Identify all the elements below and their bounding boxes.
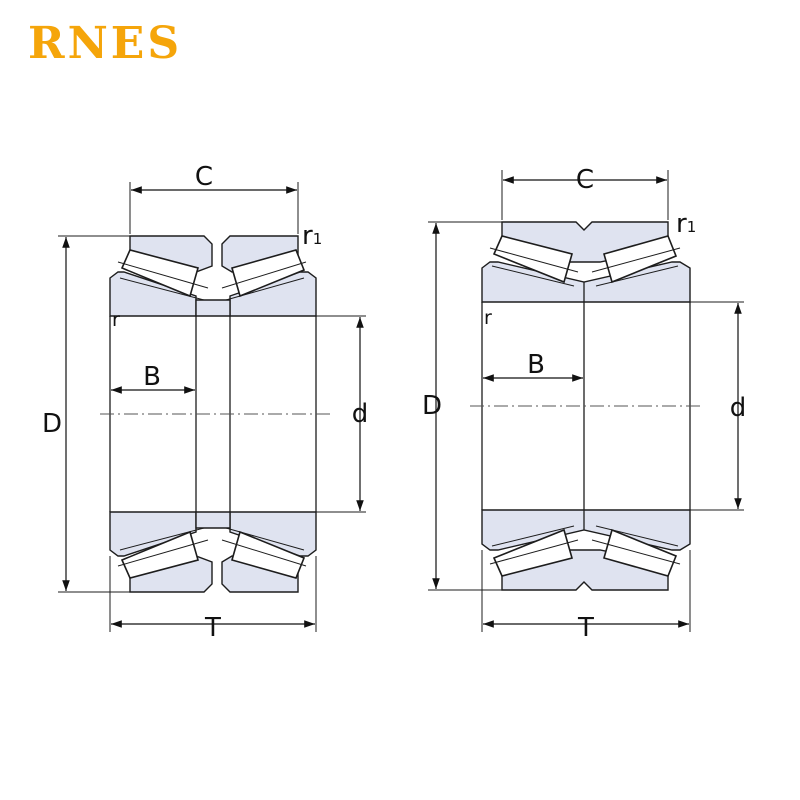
roller-bottom-right — [231, 530, 306, 579]
spacer-top — [195, 299, 231, 317]
bearing-right: C r1 r D B d T — [422, 165, 746, 643]
inner-ring-bottom — [481, 509, 691, 551]
spacer-bottom — [195, 511, 231, 529]
label-r1-right: r1 — [676, 209, 696, 239]
label-d-bore-right: d — [730, 393, 747, 423]
label-d-bore-left: d — [352, 399, 369, 429]
bearing-left: C r1 r D B d T — [42, 162, 368, 643]
label-t-left: T — [204, 613, 221, 643]
label-c-left: C — [195, 162, 213, 192]
label-t-right: T — [577, 613, 594, 643]
roller-top-left — [120, 249, 199, 298]
roller-bottom-left — [492, 528, 573, 577]
label-r1-left: r1 — [302, 221, 322, 251]
inner-ring-top — [481, 261, 691, 303]
label-b-right: B — [527, 350, 545, 380]
label-b-left: B — [143, 362, 161, 392]
label-r-left: r — [112, 309, 120, 331]
label-d-outer-left: D — [42, 409, 62, 439]
label-r-right: r — [484, 307, 492, 329]
label-d-outer-right: D — [422, 391, 442, 421]
roller-top-left — [492, 235, 573, 284]
label-c-right: C — [576, 165, 594, 195]
roller-bottom-left — [120, 530, 199, 579]
brand-logo: RNES — [28, 18, 183, 69]
roller-top-right — [231, 249, 306, 298]
